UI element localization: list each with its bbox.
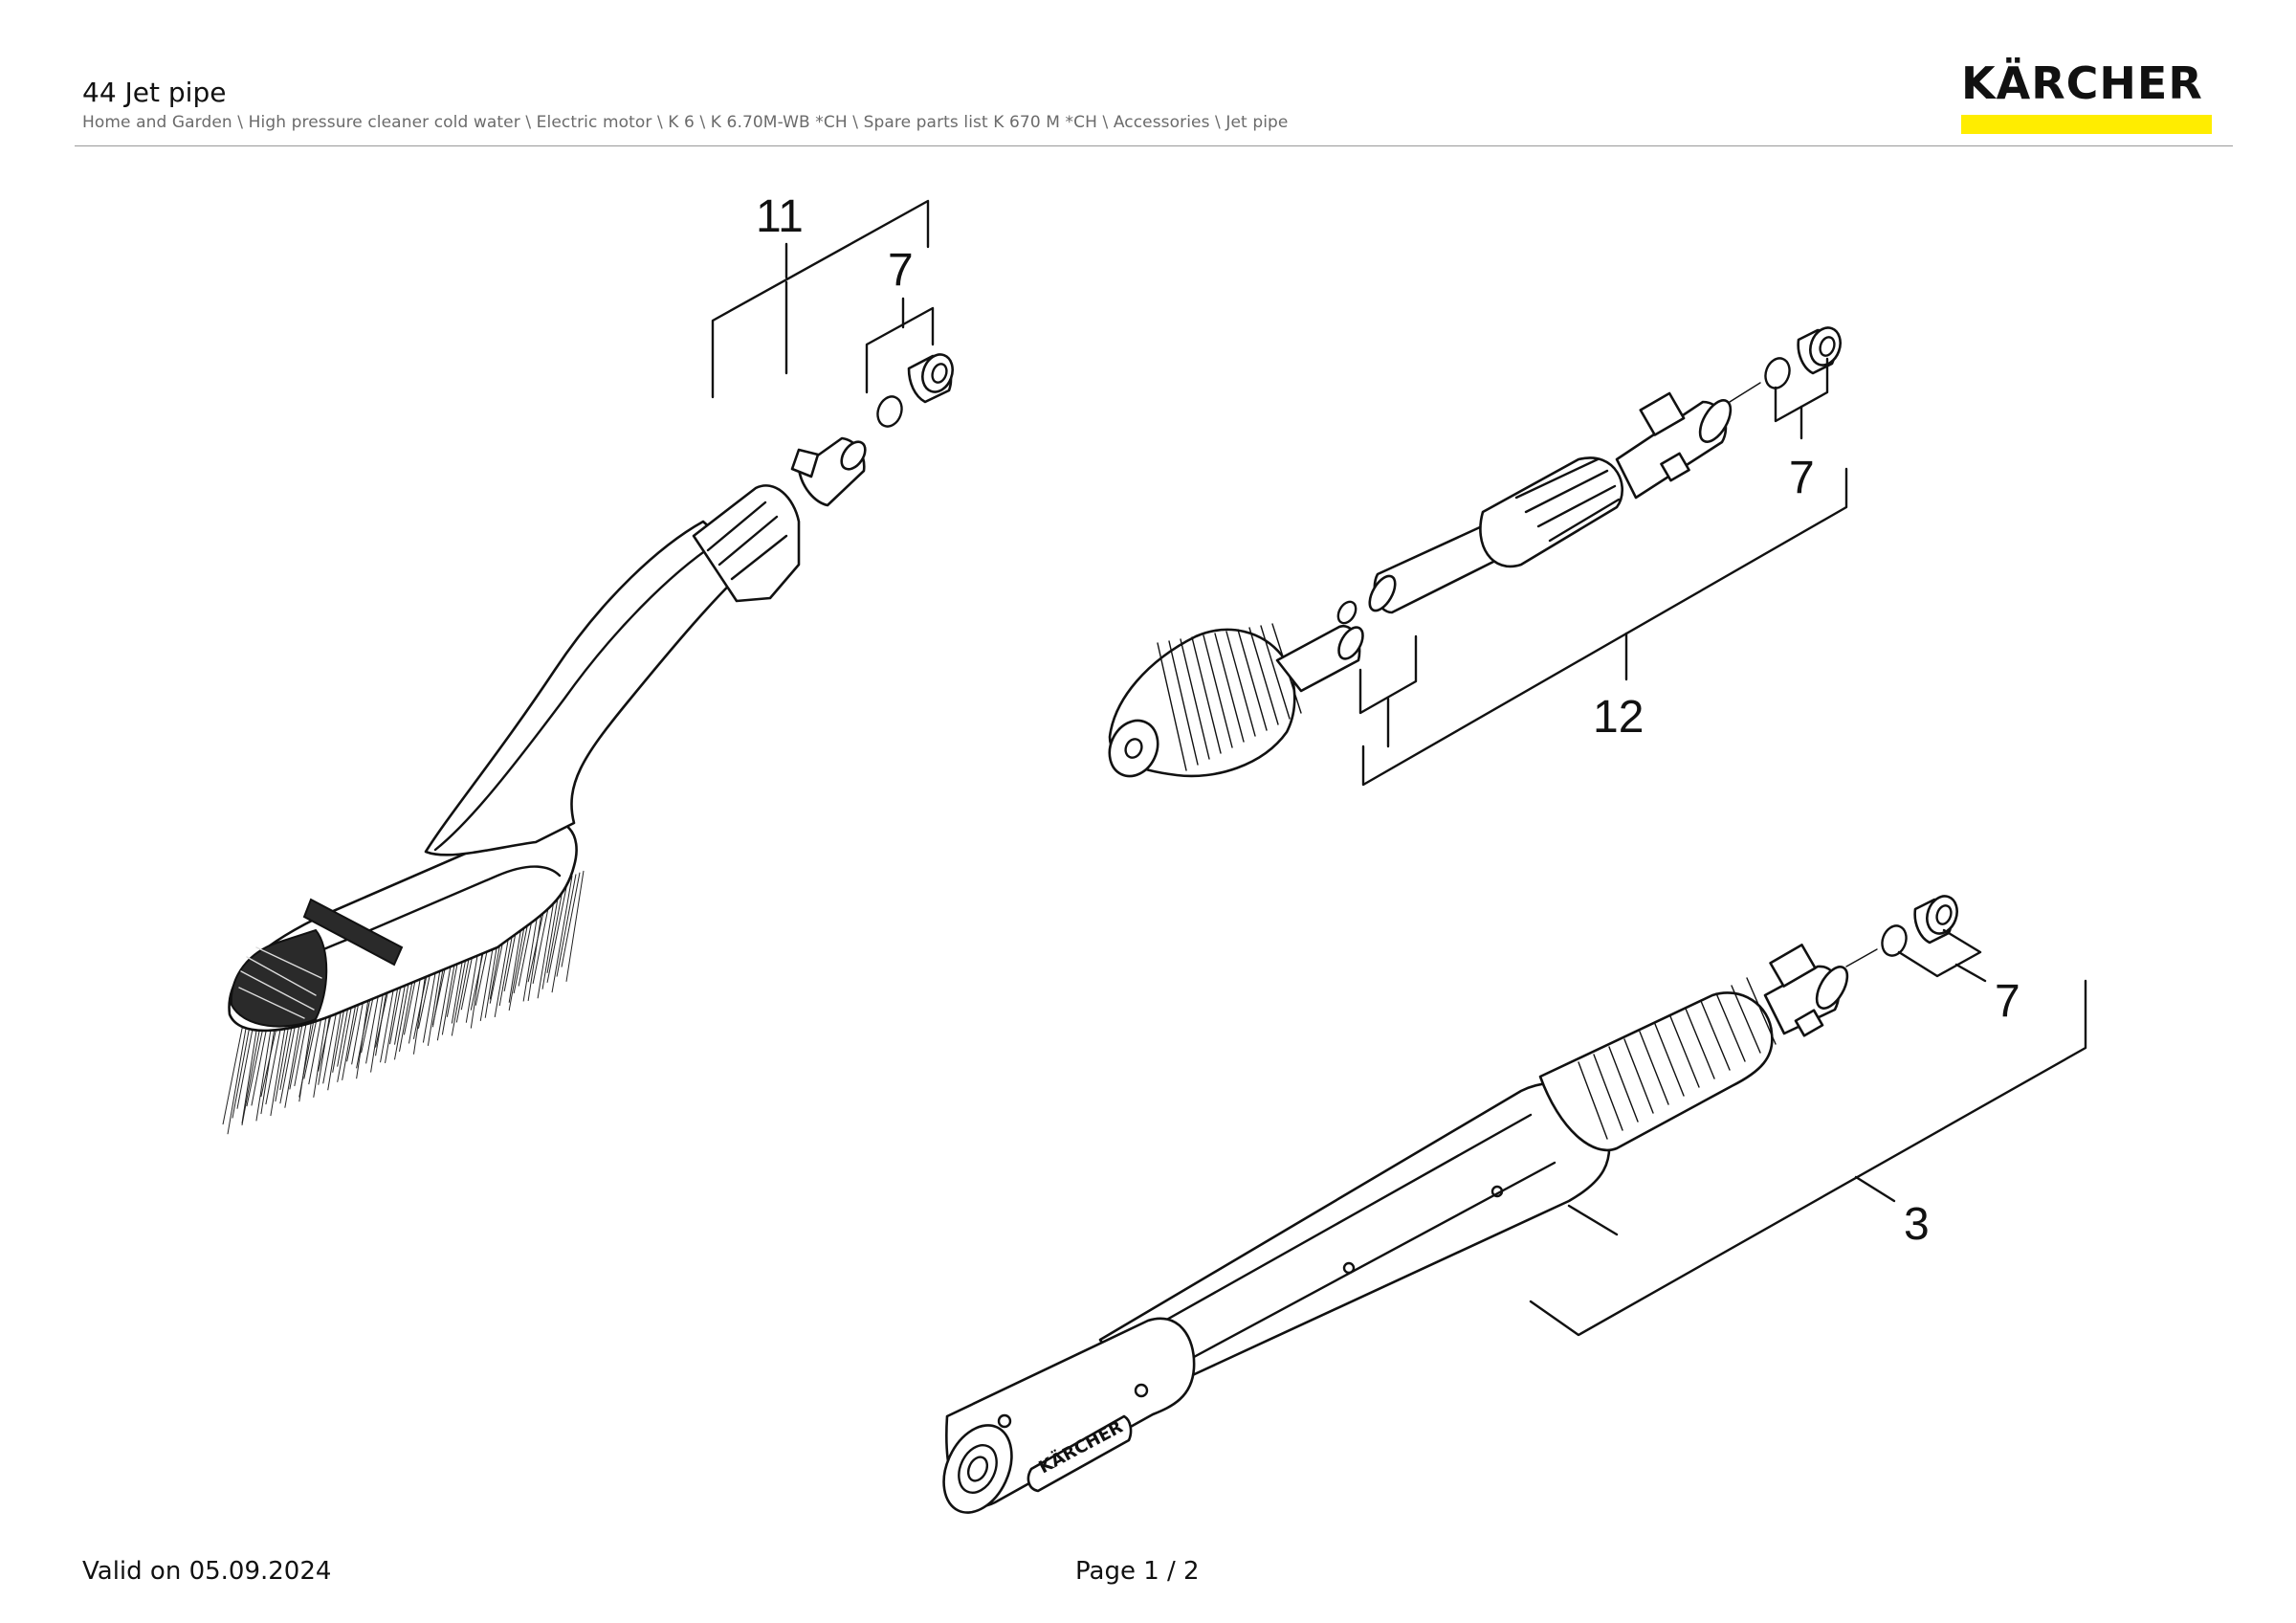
lance-grip-ribs [1578,977,1777,1140]
rotor-nozzle-part [1108,391,1733,778]
callout-11: 11 [756,191,804,242]
brush-nipple-part [876,353,954,428]
wash-brush-part [222,436,867,1135]
callout-12: 12 [1593,692,1644,743]
breadcrumb: Home and Garden \ High pressure cleaner … [82,113,1289,132]
callout-7-lance: 7 [1995,976,2020,1027]
valid-date: Valid on 05.09.2024 [82,1557,332,1586]
rotor-ribs [1157,623,1302,771]
page-number: Page 1 / 2 [1075,1557,1200,1586]
logo-wordmark: KÄRCHER [1961,57,2203,109]
lance-nipple-part [1845,895,1958,967]
karcher-logo: KÄRCHER [1961,61,2215,134]
header-divider [75,145,2233,146]
page-title: 44 Jet pipe [82,77,227,108]
callout-3: 3 [1904,1199,1930,1250]
spray-lance-part: KÄRCHER [942,944,1849,1514]
callout-7-rotor: 7 [1789,453,1815,503]
logo-yellow-bar [1961,115,2212,134]
callout-7-brush: 7 [888,245,914,296]
rotor-nipple-part [1729,326,1842,403]
